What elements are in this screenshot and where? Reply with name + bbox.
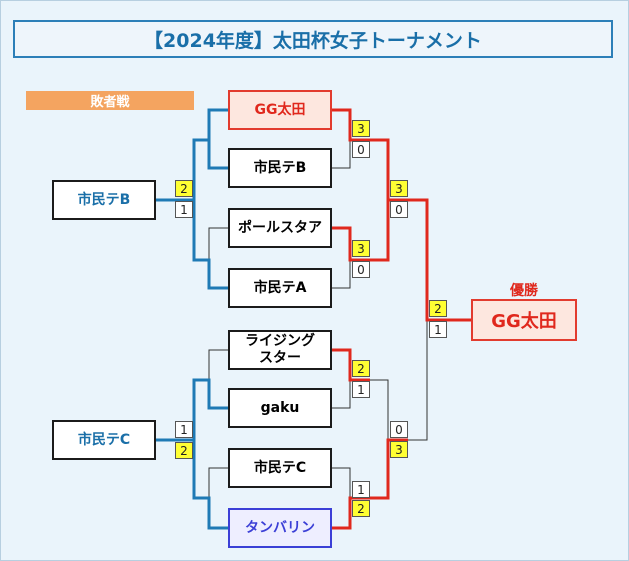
- score-q4-lose: 1: [352, 481, 370, 498]
- line-final-loser: [408, 320, 428, 441]
- team-shimin-b: 市民テB: [228, 148, 332, 188]
- team-shimin-a: 市民テA: [228, 268, 332, 308]
- score-q3-win: 2: [352, 360, 370, 377]
- champion-box: GG太田: [471, 299, 577, 341]
- line-r1-4: [208, 260, 228, 289]
- line-seed-b-2: [207, 140, 228, 170]
- team-rising-star: ライジング スター: [228, 330, 332, 370]
- line-seed-c: [156, 378, 228, 442]
- score-seed-c-top: 1: [175, 421, 193, 438]
- score-semi-top-lose: 0: [390, 201, 408, 218]
- line-r1-7: [208, 467, 228, 498]
- line-win-paul: [332, 226, 370, 262]
- score-semi-bot-lose: 0: [390, 421, 408, 438]
- line-win-rising: [332, 348, 370, 382]
- score-q2-win: 3: [352, 240, 370, 257]
- score-q4-win: 2: [352, 500, 370, 517]
- loser-bracket-label: 敗者戦: [26, 91, 194, 110]
- line-q1-loser: [332, 140, 351, 169]
- line-semi-top-loser: [370, 200, 389, 261]
- line-q3-loser: [332, 380, 351, 409]
- line-q4-loser: [332, 467, 351, 498]
- team-shimin-c: 市民テC: [228, 448, 332, 488]
- score-semi-top-win: 3: [390, 180, 408, 197]
- team-paulstar: ポールスタア: [228, 208, 332, 248]
- score-semi-bot-win: 3: [390, 441, 408, 458]
- score-seed-b-win: 2: [175, 180, 193, 197]
- line-r1-5: [208, 349, 228, 380]
- team-gaku: gaku: [228, 388, 332, 428]
- line-win-tamb: [332, 438, 408, 530]
- page-title: 【2024年度】太田杯女子トーナメント: [13, 20, 613, 58]
- line-win-gg: [332, 108, 471, 322]
- line-r1-8: [208, 498, 228, 529]
- line-r1-1: [208, 109, 228, 140]
- line-r1-2: [208, 140, 228, 169]
- line-seed-b-plain: [193, 200, 209, 261]
- line-r1-3: [208, 227, 228, 260]
- score-final-lose: 1: [429, 321, 447, 338]
- line-semi-bot-loser: [370, 379, 389, 440]
- team-seed-shimin-c: 市民テC: [52, 420, 156, 460]
- score-seed-c-bottom: 2: [175, 442, 193, 459]
- score-q3-lose: 1: [352, 381, 370, 398]
- score-q1-win: 3: [352, 120, 370, 137]
- team-gg-ota: GG太田: [228, 90, 332, 130]
- team-seed-shimin-b: 市民テB: [52, 180, 156, 220]
- line-seed-c-plain: [193, 379, 209, 440]
- champion-label: 優勝: [510, 283, 538, 299]
- line-seed-c-2: [192, 440, 228, 530]
- line-win-paul-2: [370, 200, 390, 262]
- line-seed-b: [156, 108, 228, 202]
- line-q2-loser: [332, 260, 351, 289]
- score-q1-lose: 0: [352, 141, 370, 158]
- score-q2-lose: 0: [352, 261, 370, 278]
- team-tambarin: タンバリン: [228, 508, 332, 548]
- line-seed-b-3: [192, 200, 228, 290]
- score-seed-b-lose: 1: [175, 201, 193, 218]
- score-final-win: 2: [429, 300, 447, 317]
- line-r1-6: [208, 380, 228, 409]
